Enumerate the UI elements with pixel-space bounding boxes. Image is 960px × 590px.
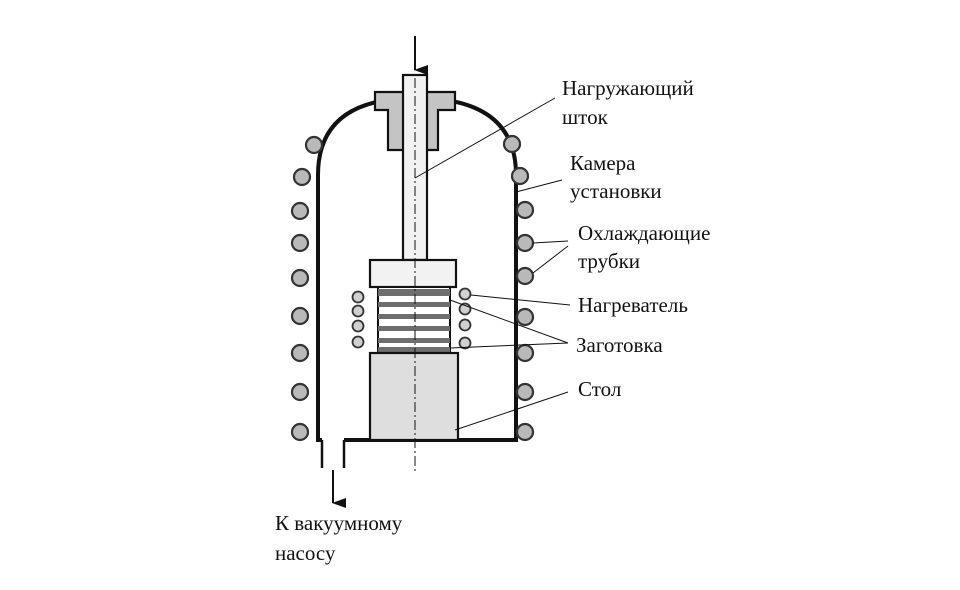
cooling-pipe xyxy=(515,307,535,327)
leader-pipes xyxy=(532,240,569,244)
leader-heater xyxy=(470,294,571,306)
label-rod-line2: шток xyxy=(562,105,609,129)
cooling-pipe xyxy=(290,268,310,288)
heater-coil xyxy=(458,336,472,350)
label-workpiece: Заготовка xyxy=(576,333,663,357)
cooling-pipe xyxy=(515,200,535,220)
leader-lines xyxy=(414,97,571,431)
table xyxy=(368,351,460,442)
label-pump-line1: К вакуумному xyxy=(275,511,403,535)
cooling-pipe xyxy=(515,343,535,363)
heater-coil xyxy=(351,290,365,304)
cooling-pipe xyxy=(304,135,324,155)
cooling-pipe xyxy=(510,166,530,186)
heater-coil xyxy=(458,318,472,332)
cooling-pipe xyxy=(290,343,310,363)
leader-workpiece xyxy=(449,299,569,344)
label-table: Стол xyxy=(578,377,621,401)
cooling-pipe xyxy=(515,422,535,442)
label-heater: Нагреватель xyxy=(578,293,688,317)
label-pump-line2: насосу xyxy=(275,541,336,565)
cooling-pipe xyxy=(292,167,312,187)
heater-coil xyxy=(351,304,365,318)
cooling-pipe xyxy=(515,266,535,286)
heater-coil xyxy=(351,319,365,333)
heater-coils xyxy=(351,287,472,350)
label-chamber-line1: Камера xyxy=(570,151,636,175)
cooling-pipes-left xyxy=(290,135,324,442)
label-pipes-line2: трубки xyxy=(578,249,640,273)
leader-rod xyxy=(414,97,556,179)
label-rod-line1: Нагружающий xyxy=(562,76,694,100)
cooling-pipe xyxy=(290,233,310,253)
workpiece xyxy=(377,286,451,354)
heater-coil xyxy=(458,287,472,301)
cooling-pipe xyxy=(290,306,310,326)
leader-workpiece xyxy=(449,342,569,349)
cooling-pipe xyxy=(515,233,535,253)
cooling-pipe xyxy=(290,422,310,442)
cooling-pipe xyxy=(502,134,522,154)
leader-pipes xyxy=(532,245,569,274)
cooling-pipes-right xyxy=(502,134,535,442)
cooling-pipe xyxy=(290,382,310,402)
label-chamber-line2: установки xyxy=(570,179,662,203)
cooling-pipe xyxy=(290,201,310,221)
heater-coil xyxy=(351,335,365,349)
cooling-pipe xyxy=(515,382,535,402)
leader-chamber xyxy=(515,179,563,193)
upper-platen xyxy=(368,258,458,289)
label-pipes-line1: Охлаждающие xyxy=(578,221,710,245)
leader-table xyxy=(454,391,569,431)
